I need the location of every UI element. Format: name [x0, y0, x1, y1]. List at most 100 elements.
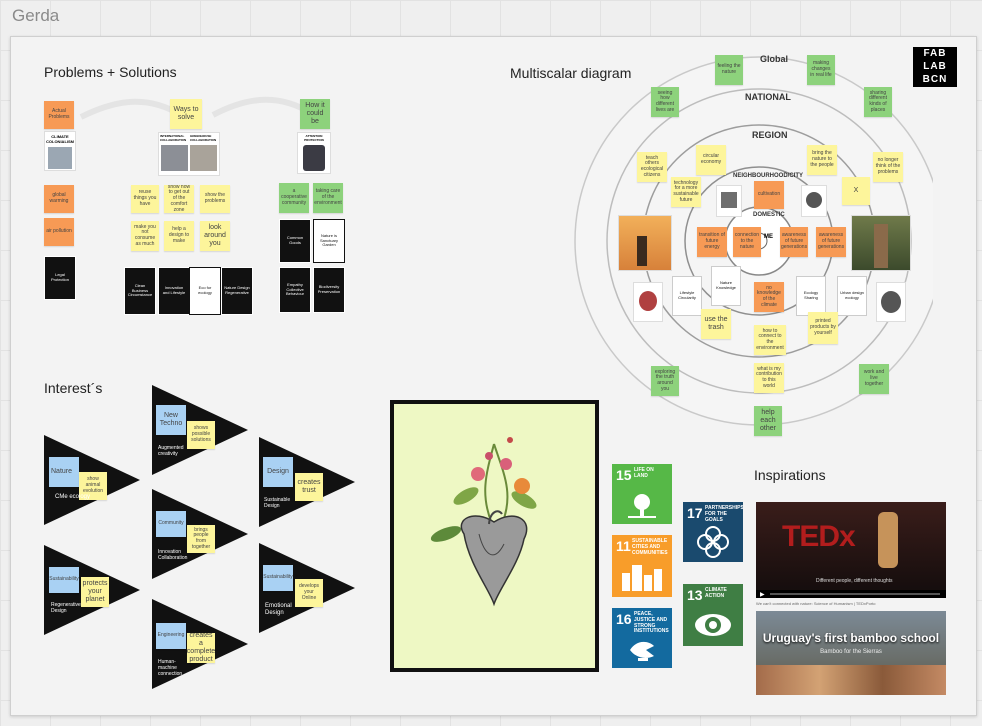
note-help-design[interactable]: help a design to make	[164, 221, 194, 251]
note-care-environment[interactable]: taking care of the environment	[313, 183, 343, 213]
tree-icon	[628, 494, 656, 518]
note-show-problems[interactable]: show the problems	[200, 185, 230, 213]
climate-colonialism-image[interactable]: CLIMATE COLONIALISM	[44, 131, 76, 171]
attention-protection-image[interactable]: ATTENTION PROTECTION	[297, 132, 331, 174]
interest-sustainability-note[interactable]: protects your planet	[81, 577, 109, 607]
note-connection-nature[interactable]: connection to the nature	[733, 227, 761, 257]
interests-title: Interest´s	[44, 380, 103, 396]
plant-image-left[interactable]	[633, 282, 663, 322]
interest-community-note[interactable]: brings people from together	[187, 525, 215, 553]
card-clean-business[interactable]: Clean Business Circumstance	[124, 267, 156, 315]
note-future-energy[interactable]: transition of future energy	[697, 227, 727, 257]
city-image-left[interactable]	[716, 185, 742, 217]
interest-sustainability-label[interactable]: Sustainability	[49, 567, 79, 593]
card-ecology-sharing[interactable]: Ecology Sharing	[796, 276, 826, 316]
plant-image-right[interactable]	[876, 282, 906, 322]
note-how-it-could-be[interactable]: How it could be	[300, 99, 330, 129]
card-legal-protection[interactable]: Legal Protection	[44, 256, 76, 300]
center-me: ME	[764, 234, 773, 240]
ring-label-neighbourhood: NEIGHBOURHOOD/CITY	[733, 173, 804, 179]
ring-label-region: REGION	[752, 130, 788, 140]
card-nature-sanctuary[interactable]: Nature is Sanctuary Garden	[313, 219, 345, 263]
card-nature-knowledge[interactable]: Nature Knowledge	[711, 266, 741, 306]
note-feeling-nature[interactable]: feeling the nature	[715, 55, 743, 85]
ring-label-global: Global	[760, 54, 789, 64]
sdg-17-tile[interactable]: 17 PARTNERSHIPS FOR THE GOALS	[683, 502, 743, 562]
sdg-16-tile[interactable]: 16 PEACE, JUSTICE AND STRONG INSTITUTION…	[612, 608, 672, 668]
note-real-changes[interactable]: making changes in real life	[807, 55, 835, 85]
card-eco-ecology[interactable]: Eco for ecology	[189, 267, 221, 315]
card-common-goods[interactable]: Common Goods	[279, 219, 311, 263]
note-cooperative-community[interactable]: a cooperative community	[279, 183, 309, 213]
collaboration-image[interactable]: INTERNATIONAL COLLABORATION GREENHOUSE C…	[158, 132, 220, 176]
note-actual-problems[interactable]: Actual Problems	[44, 101, 74, 129]
climate-eye-icon	[695, 614, 731, 636]
interest-engineering-label[interactable]: Engineering	[156, 623, 186, 649]
partnership-flower-icon	[697, 526, 729, 558]
interest-community-label[interactable]: Community	[156, 511, 186, 537]
card-urban-design[interactable]: Urban design ecology	[837, 276, 867, 316]
city-buildings-icon	[622, 565, 662, 591]
note-comfort-zone[interactable]: show how to get out of the comfort zone	[164, 185, 194, 213]
interest-engineering-caption: Human-machine connection	[158, 659, 183, 677]
city-image-right[interactable]	[801, 185, 827, 217]
ring-label-domestic: DOMESTIC	[753, 212, 785, 218]
note-my-contribution[interactable]: what is my contribution to this world	[754, 363, 784, 393]
interest-emotional-label[interactable]: Sustainability	[263, 565, 293, 591]
note-air-pollution[interactable]: air pollution	[44, 218, 74, 246]
note-bring-nature[interactable]: bring the nature to the people	[807, 145, 837, 175]
note-look-around[interactable]: look around you	[200, 221, 230, 251]
note-different-places[interactable]: sharing different kinds of places	[864, 87, 892, 117]
interest-design-label[interactable]: Design	[263, 457, 293, 487]
fablab-logo: FAB LAB BCN	[913, 47, 957, 87]
note-reuse-things[interactable]: reuse things you have	[131, 185, 159, 213]
interest-design-caption: Sustainable Design	[264, 497, 291, 509]
heart-illustration-icon	[430, 437, 537, 607]
sdg-15-tile[interactable]: 15 LIFE ON LAND	[612, 464, 672, 524]
sdg-11-tile[interactable]: 11 SUSTAINABLE CITIES AND COMMUNITIES	[612, 535, 672, 597]
note-cultivation[interactable]: cultivation	[754, 181, 784, 209]
note-global-warming[interactable]: global warming	[44, 185, 74, 213]
note-ways-to-solve[interactable]: Ways to solve	[170, 99, 202, 129]
board-name: Gerda	[12, 6, 60, 25]
note-different-lives[interactable]: seeing how different lives are	[651, 87, 679, 117]
dove-gavel-icon	[630, 641, 654, 661]
card-nature-design[interactable]: Nature Design Regenerative	[221, 267, 253, 315]
interest-nature-label[interactable]: Nature	[49, 457, 79, 487]
interest-emotional-note[interactable]: develops your Online	[295, 579, 323, 607]
note-x[interactable]: X	[842, 177, 870, 205]
note-consume-less[interactable]: make you not consume as much	[131, 221, 159, 251]
interest-technology-note[interactable]: shows possible solutions	[187, 421, 215, 449]
note-future-generations[interactable]: awareness of future generations	[816, 227, 846, 257]
note-circular-economy[interactable]: circular economy	[696, 145, 726, 175]
note-use-the-trash[interactable]: use the trash	[701, 309, 731, 339]
note-technology-future[interactable]: technology for a more sustainable future	[671, 177, 701, 207]
interest-technology-label[interactable]: New Techno	[156, 405, 186, 435]
card-biodiversity[interactable]: Biodiversity Preservation	[313, 267, 345, 313]
note-no-knowledge[interactable]: no knowledge of the climate	[754, 282, 784, 312]
interest-design-note[interactable]: creates trust	[295, 473, 323, 501]
note-printed-products[interactable]: printed products by yourself	[808, 312, 838, 344]
card-innovation-lifestyle[interactable]: Innovation and Lifestyle	[158, 267, 190, 315]
tedx-video-thumbnail[interactable]: TEDx Different people, different thought…	[756, 502, 946, 598]
note-connect-environment[interactable]: how to connect to the environment	[754, 325, 786, 355]
note-teach-others[interactable]: teach others ecological citizens	[637, 152, 667, 182]
tree-hug-photo[interactable]	[851, 215, 911, 271]
note-no-longer-think[interactable]: no longer think of the problems	[873, 152, 903, 182]
note-help-each-other[interactable]: help each other	[754, 406, 782, 436]
heart-poster[interactable]	[390, 400, 599, 672]
note-exploring-truth[interactable]: exploring the truth around you	[651, 366, 679, 396]
note-awareness[interactable]: awareness of future generations	[780, 227, 808, 257]
card-empathy-behaviour[interactable]: Empathy Collective Behaviour	[279, 267, 311, 313]
interest-emotional-caption: Emotional Design	[265, 603, 292, 617]
play-icon[interactable]: ▶	[760, 592, 765, 598]
sdg-13-tile[interactable]: 13 CLIMATE ACTION	[683, 584, 743, 646]
card-lifestyle-circularity[interactable]: Lifestyle Circularity	[672, 276, 702, 316]
sunset-photo[interactable]	[618, 215, 672, 271]
interest-engineering-note[interactable]: creates a complete product	[187, 633, 215, 663]
note-work-live-together[interactable]: work and live together	[859, 364, 889, 394]
bamboo-school-video[interactable]: Uruguay's first bamboo school Bamboo for…	[756, 611, 946, 695]
tedx-video-title: We can't connected with nature: Science …	[756, 601, 876, 606]
interest-nature-note[interactable]: show animal evolution	[79, 472, 107, 500]
board-frame[interactable]: Problems + Solutions Actual Problems CLI…	[10, 36, 977, 716]
